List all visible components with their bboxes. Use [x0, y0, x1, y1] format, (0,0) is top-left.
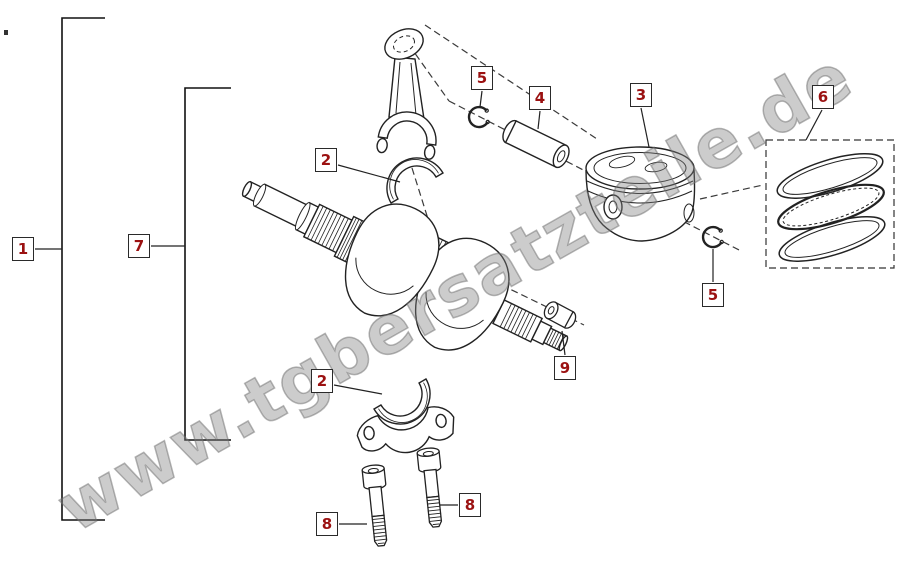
callout-4: 4	[529, 86, 551, 110]
crankshaft	[241, 180, 569, 352]
bracket-assembly-1	[61, 17, 105, 521]
oil-bush	[543, 301, 577, 329]
bolt-right	[416, 447, 443, 528]
piston-rings	[776, 153, 886, 262]
connecting-rod	[376, 28, 437, 160]
circlip-lower	[701, 225, 724, 249]
callout-3: 3	[630, 83, 652, 107]
bearing-shell-lower	[373, 378, 431, 425]
bolt-left	[361, 464, 388, 547]
callout-9: 9	[554, 356, 576, 380]
bracket-assembly-7	[184, 87, 231, 441]
piston	[585, 146, 696, 242]
bearing-cap	[356, 406, 455, 454]
callout-2-upper: 2	[315, 148, 337, 172]
callout-8-left: 8	[316, 512, 338, 536]
piston-rings-box	[765, 139, 895, 269]
callout-7: 7	[128, 234, 150, 258]
callout-8-right: 8	[459, 493, 481, 517]
bearing-shell-upper	[386, 157, 444, 204]
callout-leader-lines	[35, 90, 823, 525]
callout-2-lower: 2	[311, 369, 333, 393]
stray-mark	[4, 30, 8, 35]
callout-6: 6	[812, 85, 834, 109]
callout-5-upper: 5	[471, 66, 493, 90]
callout-5-lower: 5	[702, 283, 724, 307]
piston-pin	[502, 119, 570, 169]
callout-1: 1	[12, 237, 34, 261]
circlip-upper	[467, 105, 490, 129]
